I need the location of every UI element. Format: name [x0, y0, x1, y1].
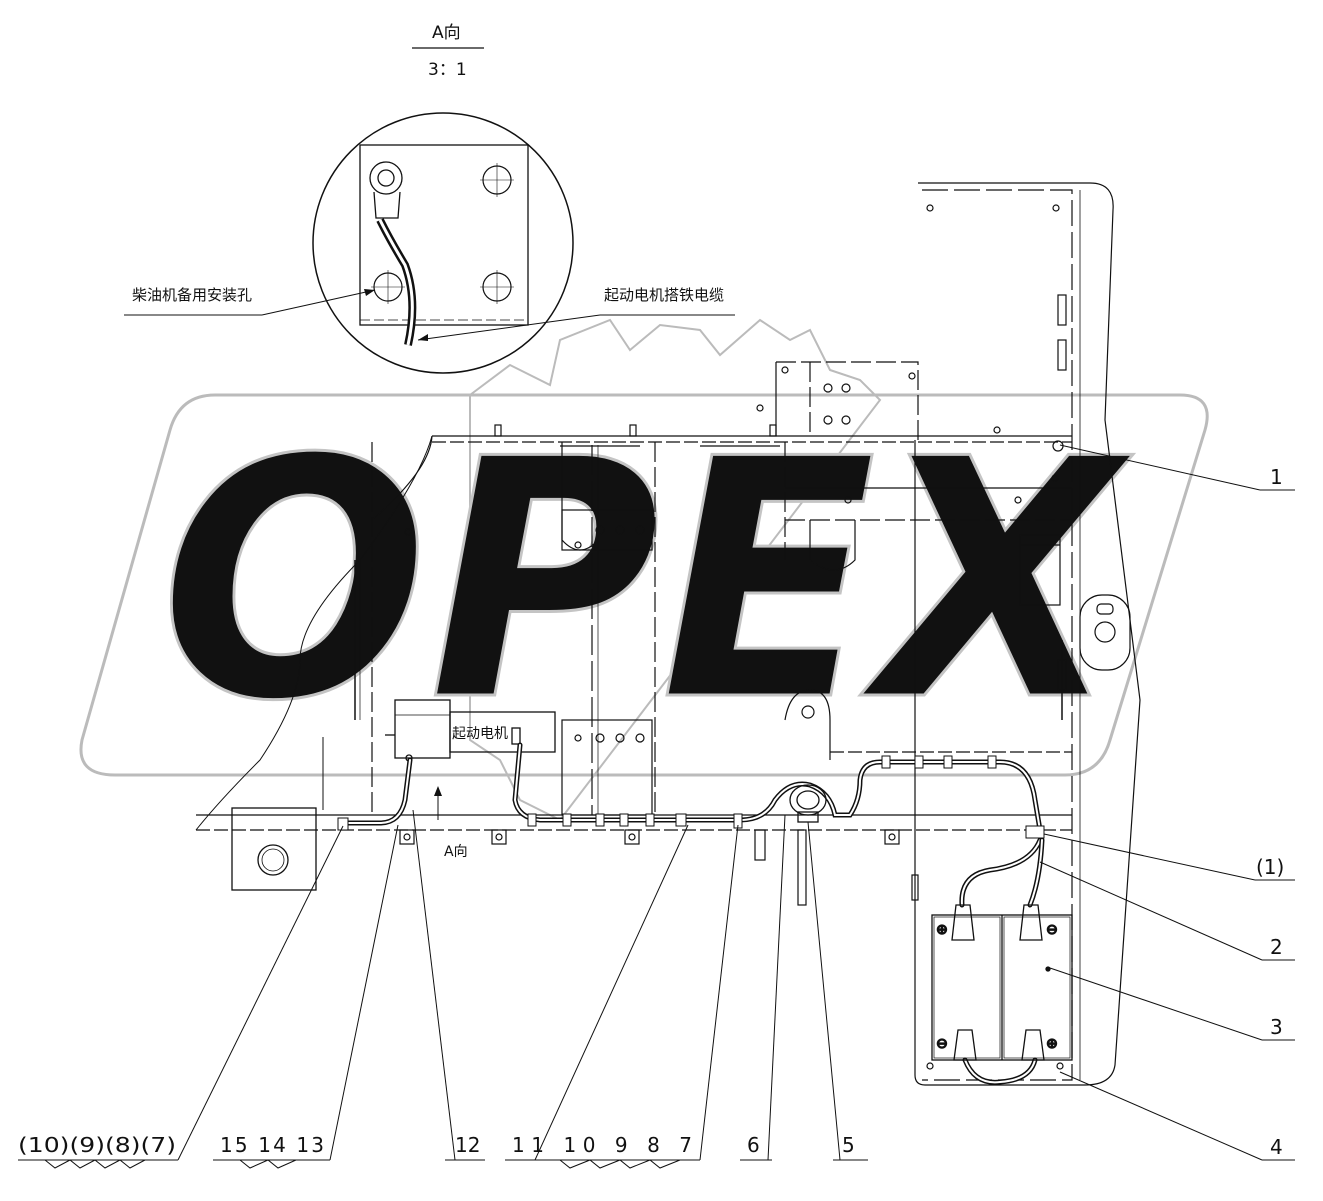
callouts-bottom — [18, 809, 868, 1169]
callout-3: 3 — [1270, 1015, 1283, 1039]
callouts-right — [1039, 444, 1295, 1161]
view-arrow-a: A向 — [434, 786, 468, 860]
round-component — [789, 784, 827, 823]
detail-view-label: A向 — [432, 23, 461, 43]
detail-scale-label: 3：1 — [428, 60, 467, 80]
break-line — [195, 435, 433, 831]
harness-clips — [337, 755, 1045, 839]
view-arrow-label: A向 — [444, 844, 468, 860]
callout-1: 1 — [1270, 465, 1283, 489]
spare-hole-label: 柴油机备用安装孔 — [132, 286, 252, 304]
callout-12: 12 — [455, 1133, 480, 1157]
watermark-gear — [469, 318, 882, 822]
cable-harness — [337, 742, 1045, 1085]
callout-paren-1: (1) — [1256, 855, 1284, 879]
battery-switch-box — [231, 807, 317, 891]
watermark-badge — [79, 393, 1209, 777]
callout-2: 2 — [1270, 935, 1283, 959]
callout-group-15-14-13: 15 14 13 — [220, 1133, 324, 1157]
svg-text:⊖: ⊖ — [936, 1036, 948, 1052]
mounting-plate — [359, 144, 529, 326]
svg-text:⊖: ⊖ — [1046, 922, 1058, 938]
callout-4: 4 — [1270, 1135, 1283, 1159]
detail-circle — [312, 112, 574, 374]
callout-group-11-10-9-8-7: 11 10 9 8 7 — [512, 1133, 692, 1157]
callout-group-10-9-8-7: (10)(9)(8)(7) — [18, 1133, 176, 1157]
svg-text:⊕: ⊕ — [1046, 1036, 1058, 1052]
ground-cable-label: 起动电机搭铁电缆 — [604, 286, 724, 304]
right-frame — [914, 182, 1141, 1086]
watermark-text: OPEX — [160, 389, 1133, 773]
callout-6: 6 — [747, 1133, 760, 1157]
callout-5: 5 — [842, 1133, 855, 1157]
batteries: ⊕ ⊖ ⊖ ⊕ — [931, 904, 1073, 1061]
detail-view-a: A向 3：1 柴油机备用安装孔 起动电机搭铁电缆 — [124, 23, 735, 374]
mounting-holes — [371, 163, 514, 304]
ground-cable-lug — [369, 161, 403, 219]
watermark: OPEX — [79, 318, 1209, 822]
ground-cable — [376, 218, 417, 346]
svg-text:⊕: ⊕ — [936, 922, 948, 938]
starter-motor — [385, 699, 556, 762]
starter-motor-label: 起动电机 — [452, 726, 508, 742]
